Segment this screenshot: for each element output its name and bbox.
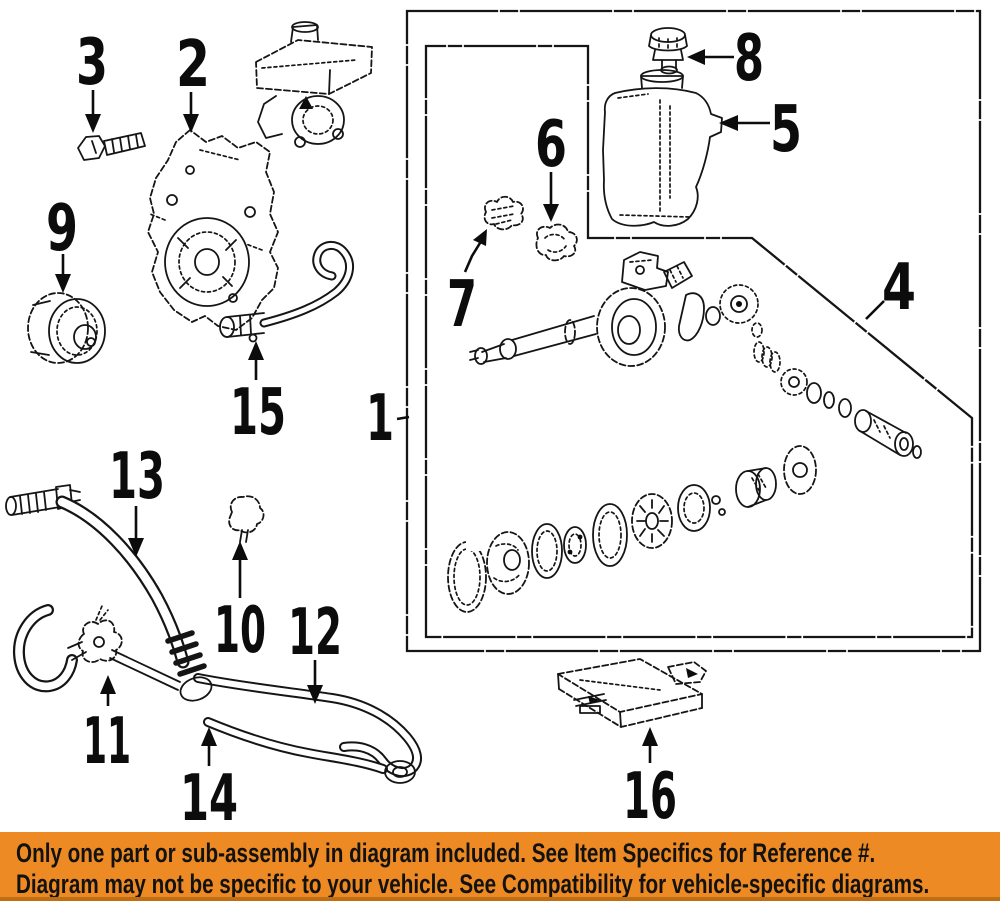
callout-arrows bbox=[55, 49, 885, 766]
callout-label-14: 14 bbox=[180, 762, 238, 832]
part-clamp-7 bbox=[483, 195, 524, 231]
disclaimer-line-1: Only one part or sub-assembly in diagram… bbox=[16, 838, 876, 868]
callout-arrow-4 bbox=[865, 300, 885, 320]
part-idler-pulley bbox=[27, 292, 106, 364]
callout-arrow-5 bbox=[719, 115, 770, 131]
callout-arrow-9 bbox=[55, 254, 71, 293]
callout-arrow-14 bbox=[201, 727, 217, 766]
callout-label-8: 8 bbox=[734, 22, 764, 96]
callout-arrow-10 bbox=[232, 541, 248, 598]
callout-arrow-2 bbox=[183, 92, 199, 133]
callout-label-16: 16 bbox=[623, 760, 677, 832]
callout-arrow-8 bbox=[687, 49, 734, 65]
callout-label-12: 12 bbox=[288, 596, 342, 670]
callout-label-3: 3 bbox=[76, 26, 108, 100]
part-reservoir-cap bbox=[648, 27, 688, 75]
disclaimer-line-2: Diagram may not be specific to your vehi… bbox=[16, 869, 930, 899]
callout-label-1: 1 bbox=[366, 382, 394, 456]
callout-labels: 1 2 3 4 5 6 7 8 9 10 11 12 13 14 15 16 bbox=[46, 22, 916, 832]
part-pressure-hose-assembly bbox=[12, 604, 422, 784]
part-bolt bbox=[77, 132, 146, 161]
callout-arrow-12 bbox=[307, 660, 323, 704]
callout-arrow-15 bbox=[248, 341, 264, 380]
callout-arrow-7 bbox=[463, 229, 487, 273]
callout-label-13: 13 bbox=[109, 440, 165, 514]
callout-arrow-6 bbox=[543, 172, 559, 222]
part-return-hose bbox=[5, 484, 213, 702]
callout-label-15: 15 bbox=[230, 376, 286, 450]
callout-arrow-1 bbox=[396, 415, 410, 421]
part-reservoir bbox=[602, 69, 723, 227]
callout-label-7: 7 bbox=[447, 268, 477, 342]
assembly-box-inner bbox=[424, 44, 974, 639]
callout-arrow-11 bbox=[100, 675, 116, 706]
callout-arrow-3 bbox=[85, 90, 101, 133]
callout-label-6: 6 bbox=[535, 108, 567, 182]
callout-label-5: 5 bbox=[770, 93, 802, 167]
assembly-box-outer bbox=[405, 9, 982, 653]
callout-label-10: 10 bbox=[214, 594, 266, 668]
callout-arrow-13 bbox=[128, 506, 144, 557]
part-control-module bbox=[557, 658, 707, 728]
part-mount-bracket bbox=[219, 241, 355, 343]
diagram-svg: 1 2 3 4 5 6 7 8 9 10 11 12 13 14 15 16 bbox=[5, 9, 982, 832]
disclaimer-banner: Only one part or sub-assembly in diagram… bbox=[0, 832, 1000, 901]
callout-label-2: 2 bbox=[176, 28, 210, 102]
callout-arrow-16 bbox=[642, 727, 658, 763]
callout-label-4: 4 bbox=[882, 251, 916, 325]
part-pump-top-assembly bbox=[255, 21, 373, 148]
callout-label-9: 9 bbox=[46, 192, 78, 266]
part-pump-bracket-front bbox=[147, 129, 279, 331]
part-clamp-6 bbox=[535, 223, 578, 262]
callout-label-11: 11 bbox=[83, 705, 131, 779]
part-pump-exploded bbox=[447, 251, 922, 613]
part-clamp-10 bbox=[228, 495, 265, 543]
